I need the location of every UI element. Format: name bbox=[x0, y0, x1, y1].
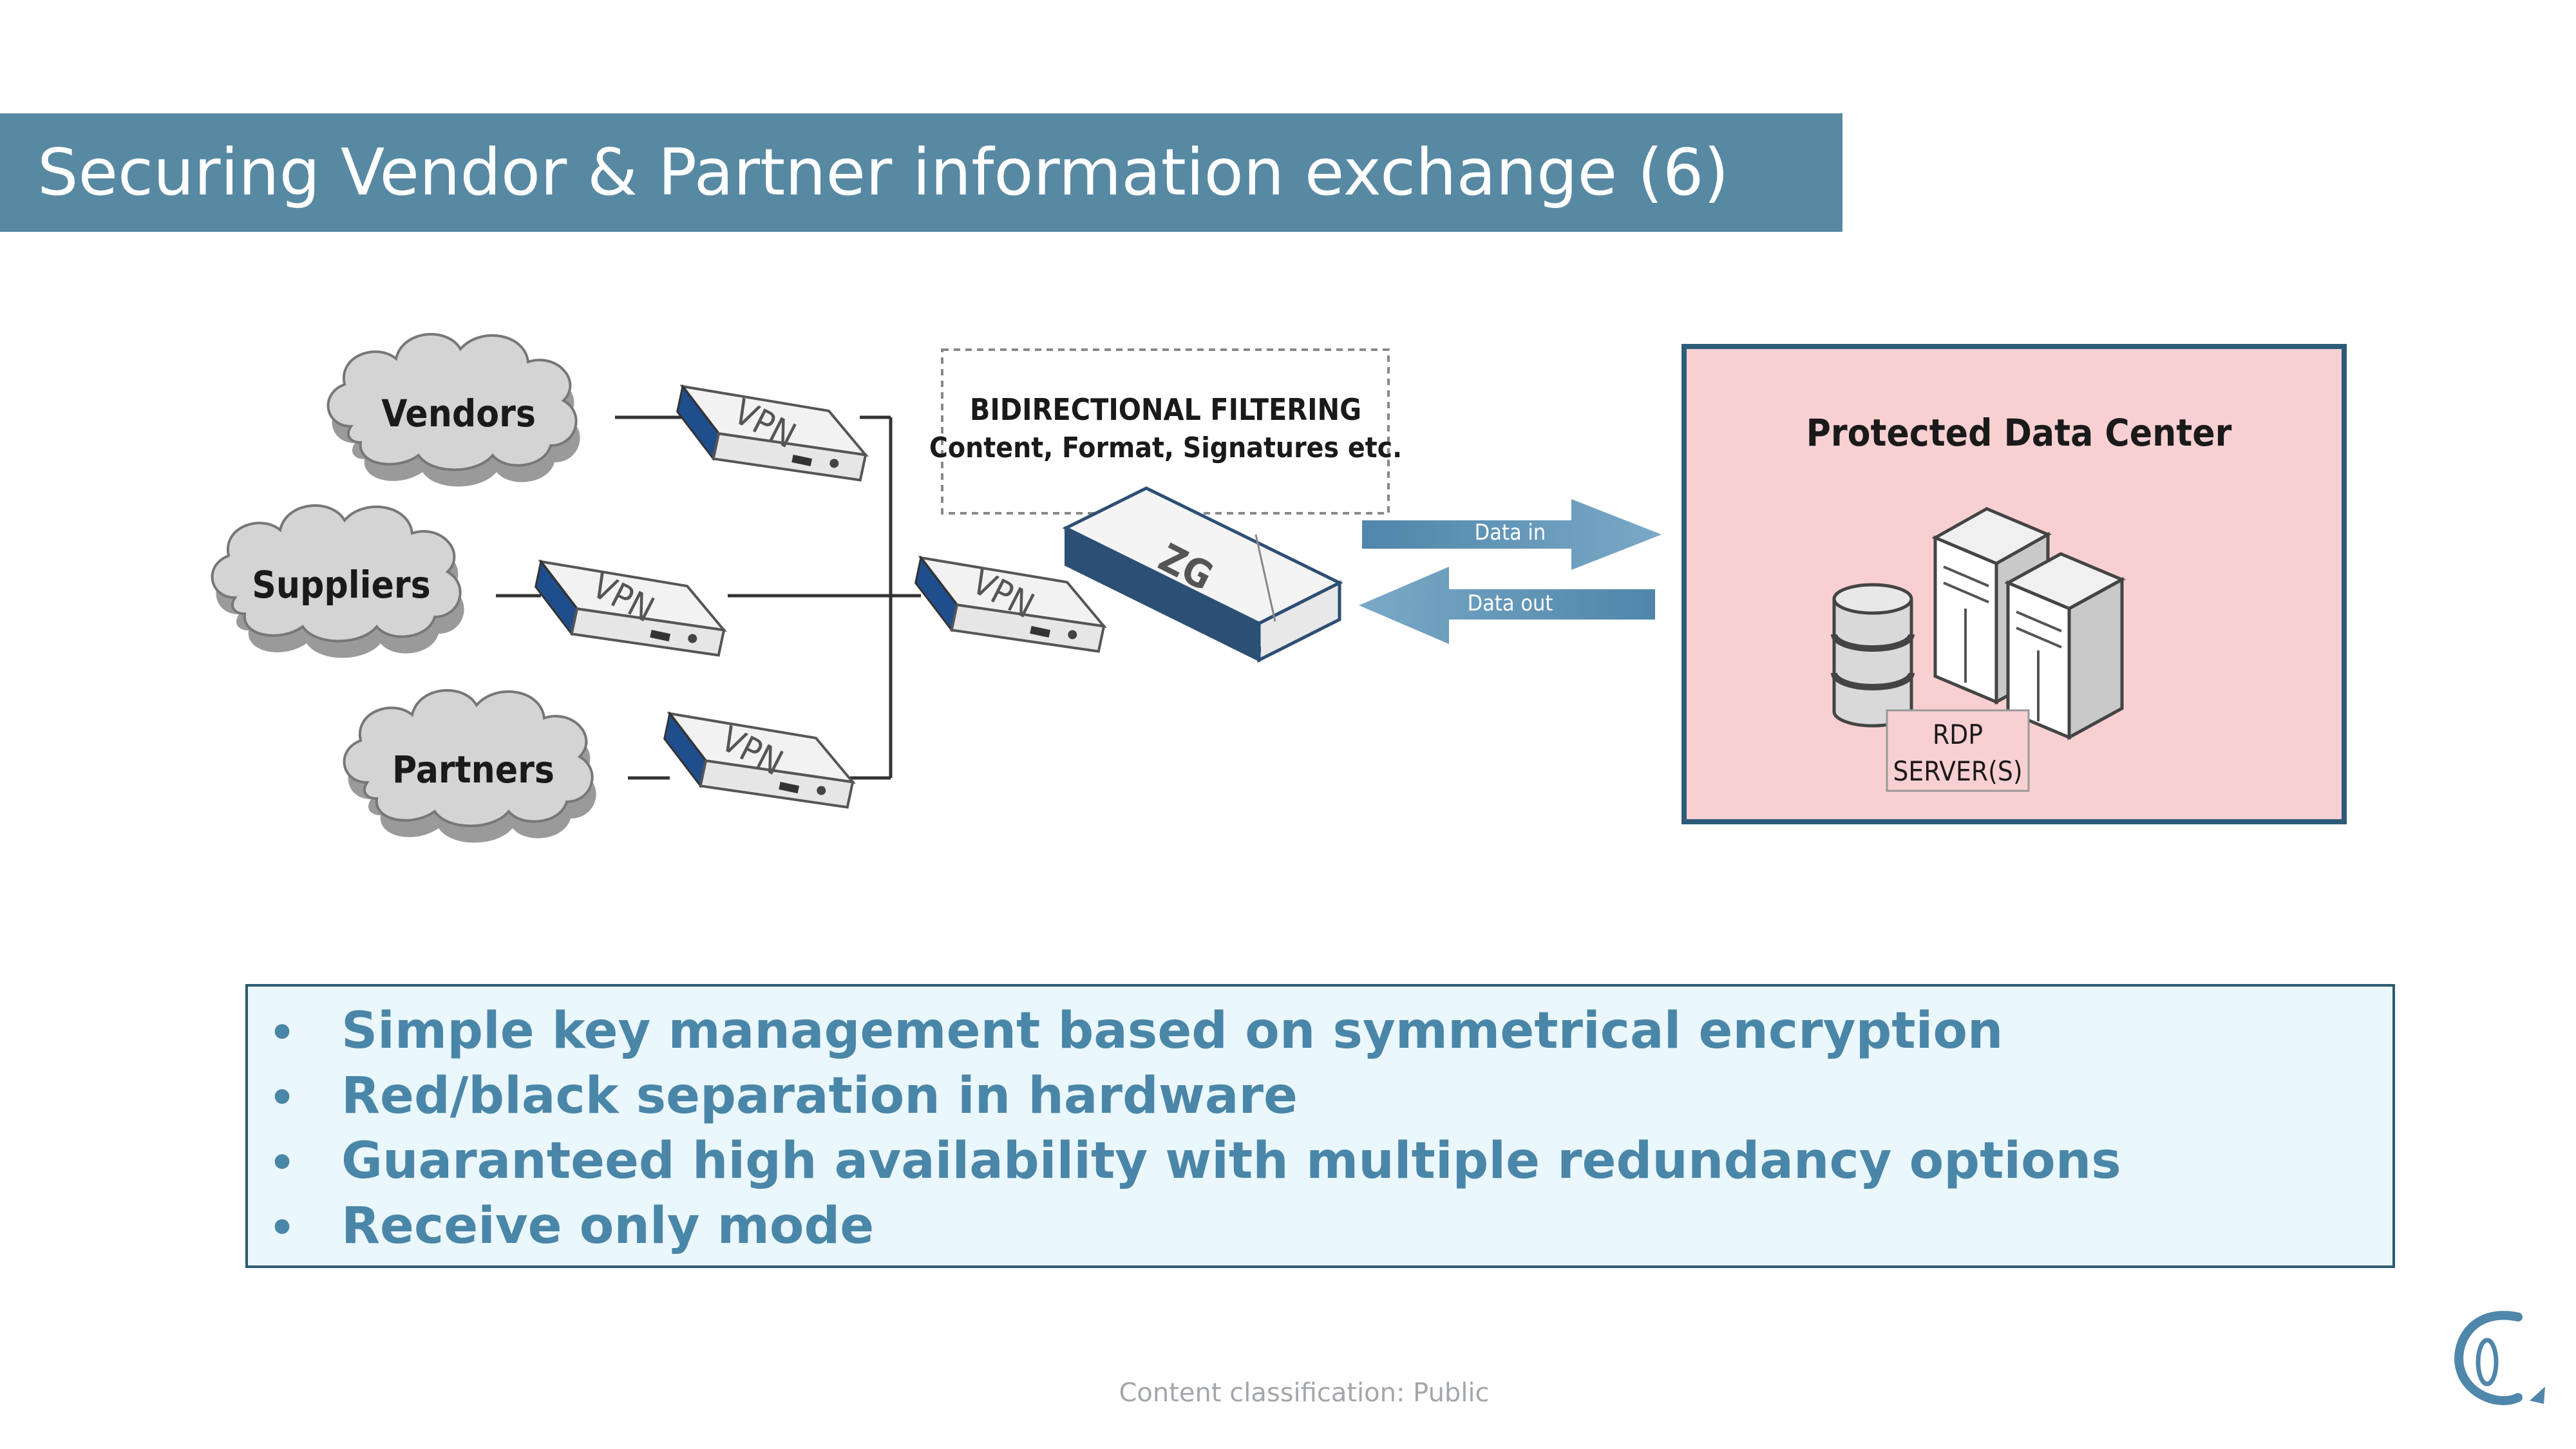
content-classification: Content classification: Public bbox=[1119, 1378, 1490, 1408]
database-icon bbox=[1831, 583, 1915, 728]
bullet-text: Simple key management based on symmetric… bbox=[341, 1002, 2003, 1060]
title-bar: Securing Vendor & Partner information ex… bbox=[0, 113, 1842, 232]
cloud-label-suppliers: Suppliers bbox=[252, 563, 430, 607]
filter-line-1: BIDIRECTIONAL FILTERING bbox=[970, 392, 1361, 427]
filter-line-2: Content, Format, Signatures etc. bbox=[929, 431, 1402, 464]
bullet-text: Red/black separation in hardware bbox=[341, 1067, 1298, 1125]
server-icon-2 bbox=[2004, 552, 2126, 741]
connection-lines bbox=[496, 415, 921, 780]
rdp-server-label-box bbox=[1886, 709, 2030, 792]
arrow-data-out bbox=[1359, 567, 1655, 644]
bullet-box: • Simple key management based on symmetr… bbox=[245, 984, 2395, 1268]
arrow-label-data-out: Data out bbox=[1468, 591, 1553, 616]
cloud-label-partners: Partners bbox=[392, 748, 554, 791]
filter-box bbox=[941, 348, 1390, 515]
slide-title: Securing Vendor & Partner information ex… bbox=[37, 135, 1729, 210]
bullet-text: Guaranteed high availability with multip… bbox=[341, 1132, 2121, 1190]
arrow-data-in bbox=[1362, 499, 1662, 570]
rdp-label-line-2: SERVER(S) bbox=[1893, 755, 2022, 787]
zg-gateway-device bbox=[1062, 486, 1343, 663]
bullet-dot: • bbox=[267, 1005, 298, 1063]
bullet-text: Receive only mode bbox=[341, 1197, 875, 1255]
bullet-dot: • bbox=[267, 1070, 298, 1128]
bullet-dot: • bbox=[267, 1200, 298, 1258]
cloud-label-vendors: Vendors bbox=[381, 392, 536, 435]
arrow-label-data-in: Data in bbox=[1475, 520, 1546, 545]
rdp-label-line-1: RDP bbox=[1933, 719, 1983, 750]
network-diagram: Vendors Suppliers Partners VPN VPN VPN V… bbox=[211, 333, 2347, 843]
company-logo-icon bbox=[2454, 1311, 2545, 1405]
bullet-dot: • bbox=[267, 1135, 298, 1193]
data-center-title: Protected Data Center bbox=[1806, 411, 2232, 455]
